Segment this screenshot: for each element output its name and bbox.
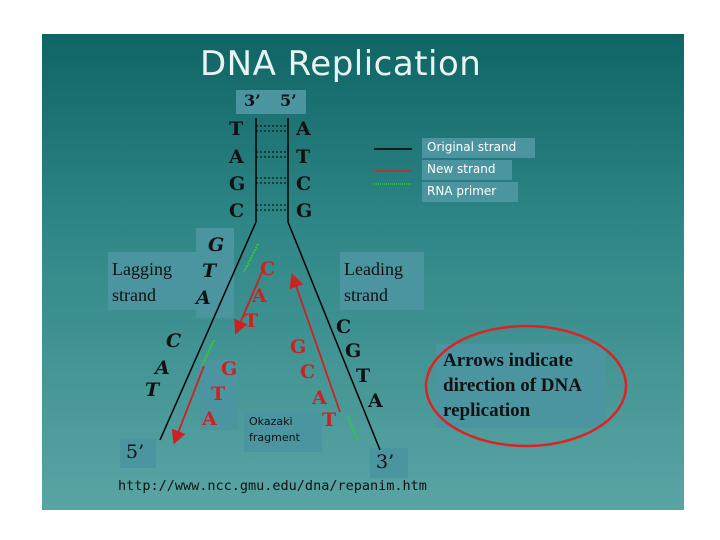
note-line2: direction of DNA bbox=[443, 375, 582, 396]
source-url: http://www.ncc.gmu.edu/dna/repanim.htm bbox=[118, 478, 427, 494]
lagging-label-line2: strand bbox=[112, 285, 156, 305]
bottom-left-label: 5’ bbox=[126, 441, 145, 463]
note-line1: Arrows indicate bbox=[443, 350, 573, 371]
okazaki-line2: fragment bbox=[249, 431, 300, 444]
lagging-primer-1 bbox=[243, 243, 259, 273]
leading-label-box bbox=[340, 252, 424, 310]
lagging-parent-box bbox=[196, 228, 234, 318]
bottom-left-box bbox=[120, 438, 156, 468]
top-label-right: 5’ bbox=[280, 91, 297, 110]
lagging-lower-parent-base: T bbox=[145, 379, 160, 401]
lagging-lower-new-base: A bbox=[202, 408, 217, 430]
legend-label-new: New strand bbox=[427, 162, 496, 176]
note-box bbox=[436, 344, 606, 428]
leading-label-line1: Leading bbox=[344, 259, 403, 279]
lagging-lower-parent-base: A bbox=[155, 357, 170, 379]
okazaki-fragment-label: Okazaki fragment bbox=[244, 412, 322, 452]
fork-right-arm bbox=[287, 221, 381, 451]
lagging-label-box bbox=[108, 252, 196, 310]
leading-primer bbox=[347, 415, 359, 443]
lagging-parent-base: A bbox=[196, 287, 211, 309]
top-label-left: 3’ bbox=[244, 91, 261, 110]
bottom-right-label: 3’ bbox=[376, 451, 395, 473]
original-right-base: A bbox=[296, 118, 311, 140]
original-left-base: C bbox=[229, 200, 245, 222]
lagging-new-strand-2 bbox=[171, 365, 205, 445]
bottom-right-box bbox=[370, 448, 408, 478]
leading-parent-base: A bbox=[368, 390, 383, 412]
legend-label-original: Original strand bbox=[427, 140, 517, 154]
lagging-primer-2 bbox=[201, 339, 215, 367]
leading-new-strand bbox=[289, 273, 341, 413]
note-text: Arrows indicate direction of DNA replica… bbox=[443, 348, 608, 423]
leading-parent-base: C bbox=[336, 316, 352, 338]
top-label-box bbox=[236, 90, 306, 114]
original-right-base: G bbox=[296, 200, 313, 222]
lagging-lower-new-box bbox=[200, 360, 238, 430]
lagging-parent-base: T bbox=[202, 260, 217, 282]
leading-new-base: A bbox=[312, 387, 327, 409]
lagging-label-line1: Lagging bbox=[112, 259, 172, 279]
legend-label-primer: RNA primer bbox=[427, 184, 497, 198]
original-left-base: G bbox=[229, 173, 246, 195]
okazaki-line1: Okazaki bbox=[249, 415, 293, 428]
legend-box bbox=[422, 160, 512, 180]
leading-bottom-base: T bbox=[322, 409, 337, 431]
leading-parent-base: G bbox=[345, 340, 362, 362]
original-right-base: C bbox=[296, 173, 312, 195]
page-title: DNA Replication bbox=[200, 44, 482, 84]
legend-box bbox=[422, 138, 535, 158]
legend-box bbox=[422, 182, 518, 202]
lagging-new-strand-1 bbox=[234, 271, 263, 335]
lagging-new-base: T bbox=[244, 310, 259, 332]
lagging-lower-parent-base: C bbox=[166, 330, 182, 352]
base-pair-rungs bbox=[256, 125, 288, 211]
note-ellipse bbox=[424, 324, 628, 448]
original-left-base: T bbox=[229, 118, 244, 140]
lagging-new-base: C bbox=[260, 258, 276, 280]
leading-new-base: G bbox=[290, 336, 307, 358]
original-right-base: T bbox=[296, 146, 311, 168]
leading-new-base: C bbox=[300, 361, 316, 383]
lagging-parent-base: G bbox=[208, 234, 225, 256]
leading-label-line2: strand bbox=[344, 285, 388, 305]
lagging-new-base: A bbox=[252, 285, 267, 307]
fork-left-arm bbox=[159, 221, 257, 441]
lagging-lower-new-base: T bbox=[211, 383, 226, 405]
original-left-base: A bbox=[229, 146, 244, 168]
note-line3: replication bbox=[443, 400, 531, 421]
leading-parent-base: T bbox=[356, 365, 371, 387]
lagging-lower-new-base: G bbox=[221, 358, 238, 380]
